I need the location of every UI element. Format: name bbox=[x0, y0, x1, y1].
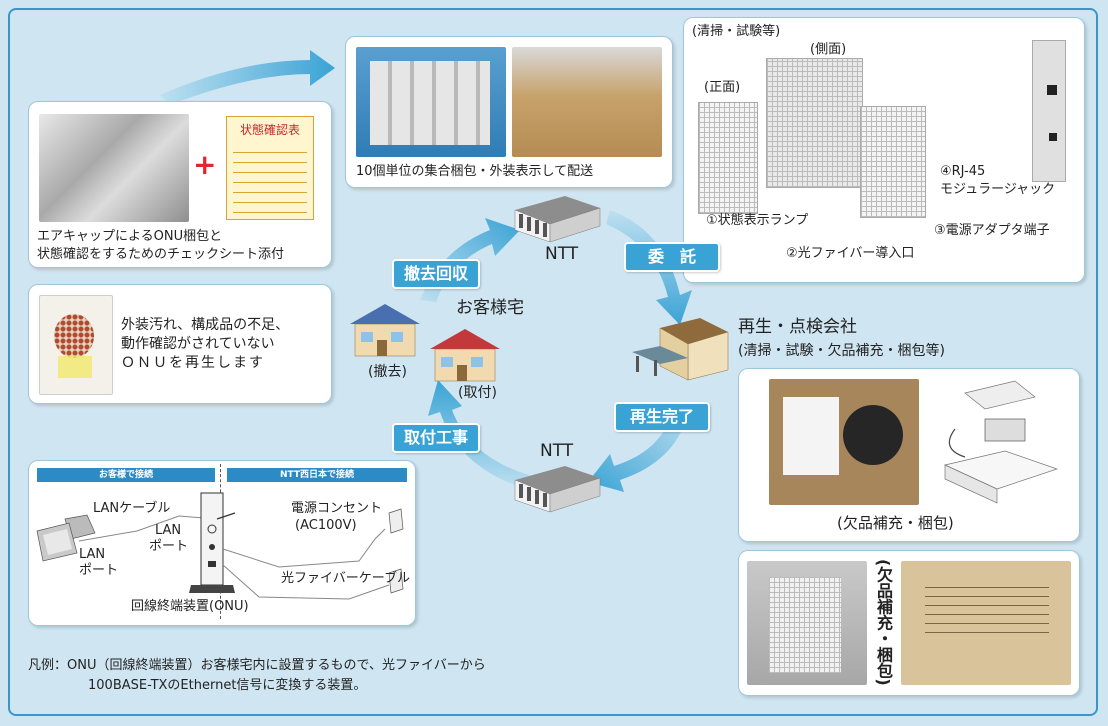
top-curved-arrow bbox=[160, 50, 335, 105]
refill-panel: (欠品補充・梱包) bbox=[738, 368, 1080, 542]
install-arrow bbox=[428, 380, 532, 490]
complete-arrow bbox=[588, 405, 690, 492]
rj45-port-icon bbox=[1047, 85, 1057, 95]
callout-modular-jack: モジュラージャック bbox=[940, 182, 1056, 197]
outlet-label-2: (AC100V) bbox=[295, 518, 357, 533]
open-box-photo bbox=[769, 379, 919, 505]
complete-label: 再生完了 bbox=[614, 402, 710, 432]
company-tasks: (清掃・試験・欠品補充・梱包等) bbox=[738, 343, 945, 359]
callout-rj45: ④RJ-45 bbox=[940, 164, 986, 179]
check-sheet-lines bbox=[233, 143, 307, 213]
recovery-label: 撤去回収 bbox=[392, 259, 480, 289]
shipping-box-photo bbox=[901, 561, 1071, 685]
company-name: 再生・点検会社 bbox=[738, 317, 857, 337]
side-view-device bbox=[766, 58, 863, 188]
ntt-building-bottom-icon bbox=[514, 466, 601, 513]
bulk-caption: 10個単位の集合梱包・外装表示して配送 bbox=[356, 164, 594, 179]
power-port-icon bbox=[1049, 133, 1057, 141]
check-sheet-title: 状態確認表 bbox=[239, 123, 300, 137]
house-removed-icon bbox=[350, 304, 420, 357]
fiber-cable-label: 光ファイバーケーブル bbox=[281, 571, 410, 586]
onu-text-1: 外装汚れ、構成品の不足、 bbox=[121, 317, 290, 333]
ntt-bottom-label: NTT bbox=[540, 441, 574, 461]
boxes-photo bbox=[512, 47, 662, 157]
ntt-top-label: NTT bbox=[545, 244, 579, 264]
legend-line-1: 凡例：ONU（回線終端装置）お客様宅内に設置するもので、光ファイバーから bbox=[28, 658, 486, 673]
connection-panel: お客様で接続 NTT西日本で接続 LANケーブル LAN ポート LAN ポート… bbox=[28, 460, 416, 626]
back-view-device bbox=[860, 106, 926, 218]
packing-caption-2: 状態確認をするためのチェックシート添付 bbox=[37, 247, 285, 262]
install-label: 取付工事 bbox=[392, 423, 480, 453]
refill-caption: (欠品補充・梱包) bbox=[837, 514, 954, 532]
lan-cable-label: LANケーブル bbox=[93, 501, 171, 516]
dirt-yellow bbox=[58, 356, 92, 378]
callout-power-terminal: ③電源アダプタ端子 bbox=[934, 223, 1050, 238]
installed-label: (取付) bbox=[458, 385, 497, 401]
manual-sheet bbox=[783, 397, 839, 475]
onu-text-2: 動作確認がされていない bbox=[121, 336, 275, 352]
packing-panel: + 状態確認表 エアキャップによるONU梱包と 状態確認をするためのチェックシー… bbox=[28, 101, 332, 268]
device-views-panel: (清掃・試験等) (側面) (正面) ①状態表示ランプ ②光ファイバー導入口 ③… bbox=[683, 17, 1085, 283]
dirt-pattern bbox=[54, 314, 94, 358]
consign-arrow bbox=[606, 210, 692, 325]
packing-caption-1: エアキャップによるONU梱包と bbox=[37, 229, 223, 244]
lan-port-right-1: LAN bbox=[155, 523, 182, 538]
bubble-wrap-photo bbox=[39, 114, 189, 222]
crate-photo bbox=[356, 47, 506, 157]
device-views-header: (清掃・試験等) bbox=[692, 24, 781, 39]
front-view-label: (正面) bbox=[704, 80, 741, 95]
ntt-connect-header: NTT西日本で接続 bbox=[227, 468, 407, 482]
boxed-onu-device bbox=[769, 577, 841, 673]
rear-port-device bbox=[1032, 40, 1066, 182]
lan-port-left-2: ポート bbox=[79, 563, 119, 578]
box-label-lines bbox=[925, 579, 1049, 639]
removed-label: (撤去) bbox=[368, 364, 407, 380]
box-illustration bbox=[943, 380, 1059, 504]
plus-sign: + bbox=[193, 148, 217, 181]
onu-device-photo bbox=[39, 295, 113, 395]
outlet-label-1: 電源コンセント bbox=[291, 501, 383, 516]
side-view-label: (側面) bbox=[810, 42, 847, 57]
company-building-icon bbox=[632, 318, 729, 381]
callout-fiber-inlet: ②光ファイバー導入口 bbox=[786, 246, 915, 261]
refill-vertical-caption: (欠品補充・梱包) bbox=[874, 559, 893, 686]
connection-wiring bbox=[36, 492, 404, 600]
consign-label: 委 託 bbox=[624, 242, 720, 272]
lan-port-right-2: ポート bbox=[149, 539, 189, 554]
onu-label: 回線終端装置(ONU) bbox=[131, 599, 249, 614]
front-view-device bbox=[698, 102, 758, 214]
customer-connect-header: お客様で接続 bbox=[37, 468, 215, 482]
callout-status-lamp: ①状態表示ランプ bbox=[706, 213, 809, 228]
cable-coil bbox=[843, 405, 903, 465]
lan-port-left-1: LAN bbox=[79, 547, 106, 562]
onu-description-panel: 外装汚れ、構成品の不足、 動作確認がされていない ＯＮＵを再生します bbox=[28, 284, 332, 404]
ntt-building-top-icon bbox=[514, 196, 601, 243]
check-sheet: 状態確認表 bbox=[226, 116, 314, 220]
product-box-panel: (欠品補充・梱包) bbox=[738, 550, 1080, 696]
bulk-packing-panel: 10個単位の集合梱包・外装表示して配送 bbox=[345, 36, 673, 188]
boxed-onu-photo bbox=[747, 561, 867, 685]
onu-text-3: ＯＮＵを再生します bbox=[121, 355, 265, 371]
customer-label: お客様宅 bbox=[456, 298, 524, 318]
legend-line-2: 100BASE-TXのEthernet信号に変換する装置。 bbox=[88, 678, 367, 693]
house-installed-icon bbox=[430, 329, 500, 382]
crate-contents bbox=[370, 61, 490, 145]
